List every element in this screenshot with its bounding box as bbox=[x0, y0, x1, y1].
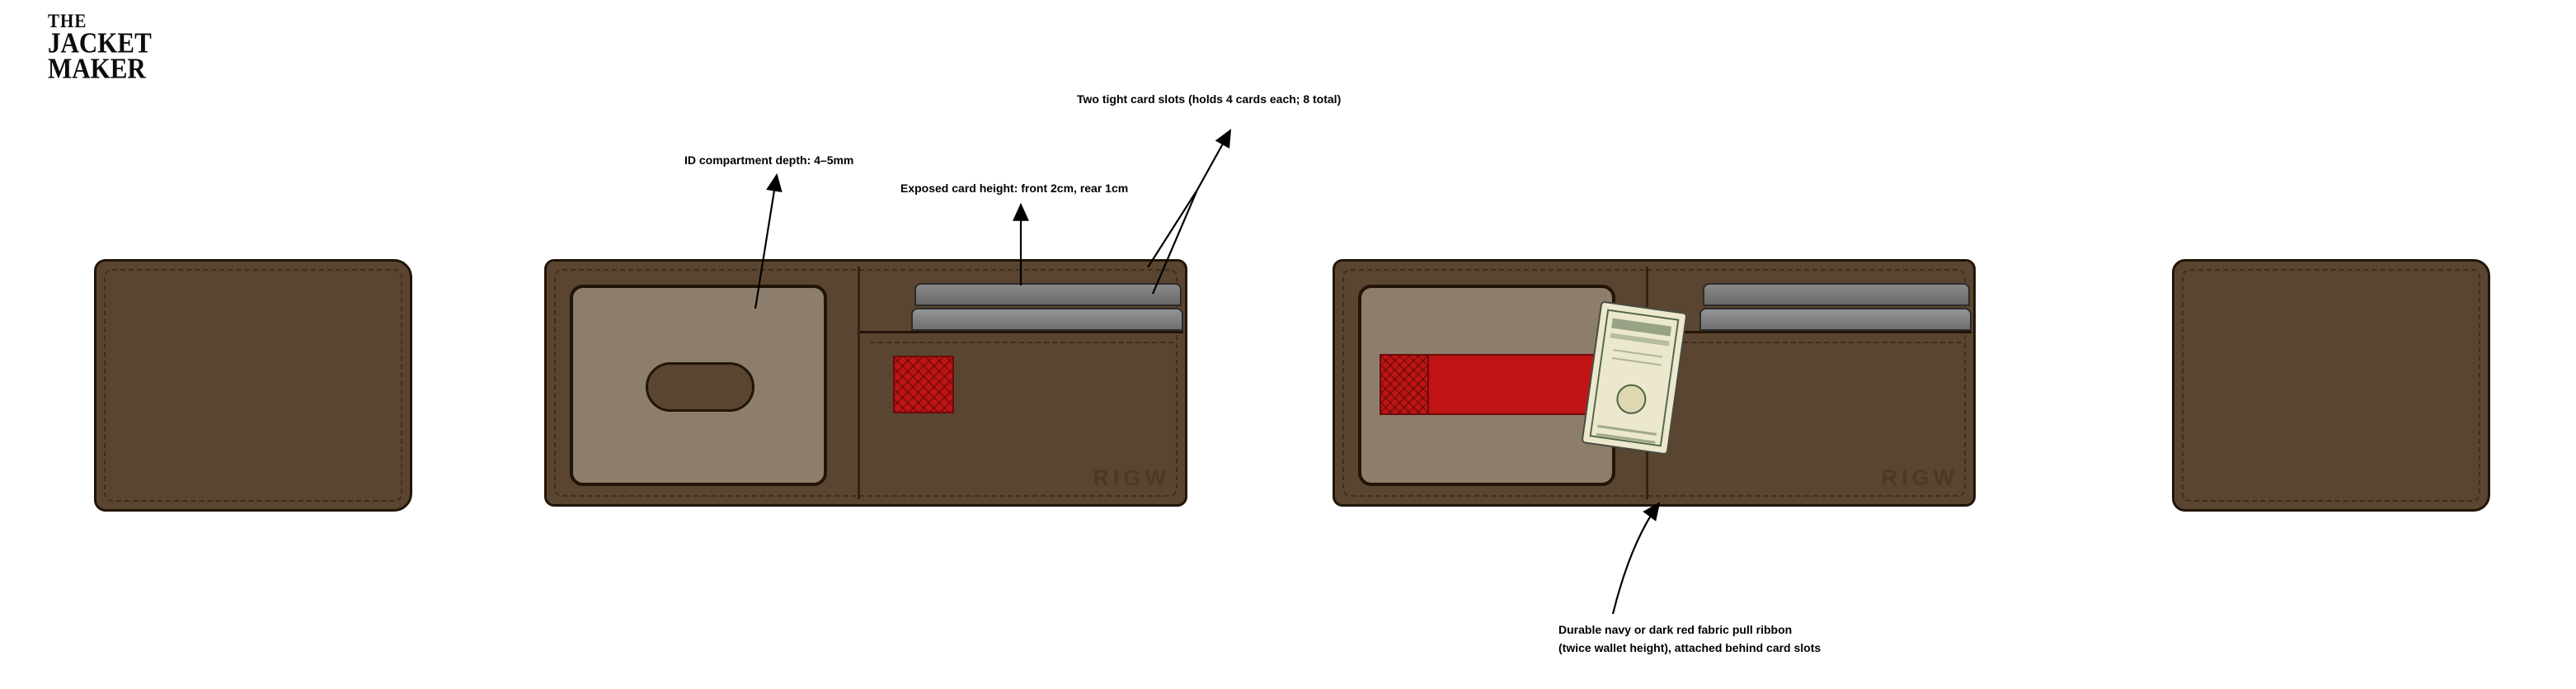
card-slot-edge bbox=[1648, 331, 1972, 333]
brand-emboss: RIGW bbox=[1093, 465, 1170, 490]
card-slot-stitch bbox=[1658, 342, 1962, 343]
annotation-pull-ribbon-line1: Durable navy or dark red fabric pull rib… bbox=[1558, 623, 1793, 636]
arrow-card-slots bbox=[1196, 129, 1232, 191]
arrow-pull-ribbon bbox=[1611, 502, 1661, 615]
annotation-exposed-card-height: Exposed card height: front 2cm, rear 1cm bbox=[900, 182, 1129, 195]
rear-card bbox=[914, 283, 1182, 306]
logo-line-maker: MAKER bbox=[48, 52, 146, 85]
logo-line-the: THE bbox=[48, 9, 87, 32]
pull-ribbon bbox=[1380, 354, 1610, 415]
fold-line bbox=[1646, 267, 1648, 499]
logo-line-jacket: JACKET bbox=[48, 26, 152, 59]
front-card bbox=[911, 308, 1183, 331]
fold-line bbox=[858, 267, 860, 499]
brand-logo: THE JACKET MAKER bbox=[48, 9, 152, 85]
wallet-closed-front-view bbox=[94, 259, 412, 512]
pull-ribbon-tab bbox=[893, 356, 954, 413]
stitch-line bbox=[2182, 269, 2480, 502]
annotation-pull-ribbon: Durable navy or dark red fabric pull rib… bbox=[1558, 621, 1821, 657]
wallet-open-interior-view: RIGW bbox=[544, 259, 1187, 507]
front-card bbox=[1699, 308, 1972, 331]
annotation-pull-ribbon-line2: (twice wallet height), attached behind c… bbox=[1558, 641, 1822, 654]
annotation-id-depth: ID compartment depth: 4–5mm bbox=[684, 153, 854, 167]
annotation-card-slots: Two tight card slots (holds 4 cards each… bbox=[1077, 92, 1342, 106]
stitch-line bbox=[104, 269, 402, 502]
thumb-cutout bbox=[646, 362, 754, 412]
rear-card bbox=[1703, 283, 1970, 306]
wallet-closed-back-view bbox=[2172, 259, 2490, 512]
id-window bbox=[570, 285, 827, 486]
wallet-open-ribbon-pulled-view: RIGW bbox=[1333, 259, 1976, 507]
card-slot-edge bbox=[860, 331, 1183, 333]
brand-emboss: RIGW bbox=[1881, 465, 1958, 490]
card-slot-stitch bbox=[870, 342, 1173, 343]
